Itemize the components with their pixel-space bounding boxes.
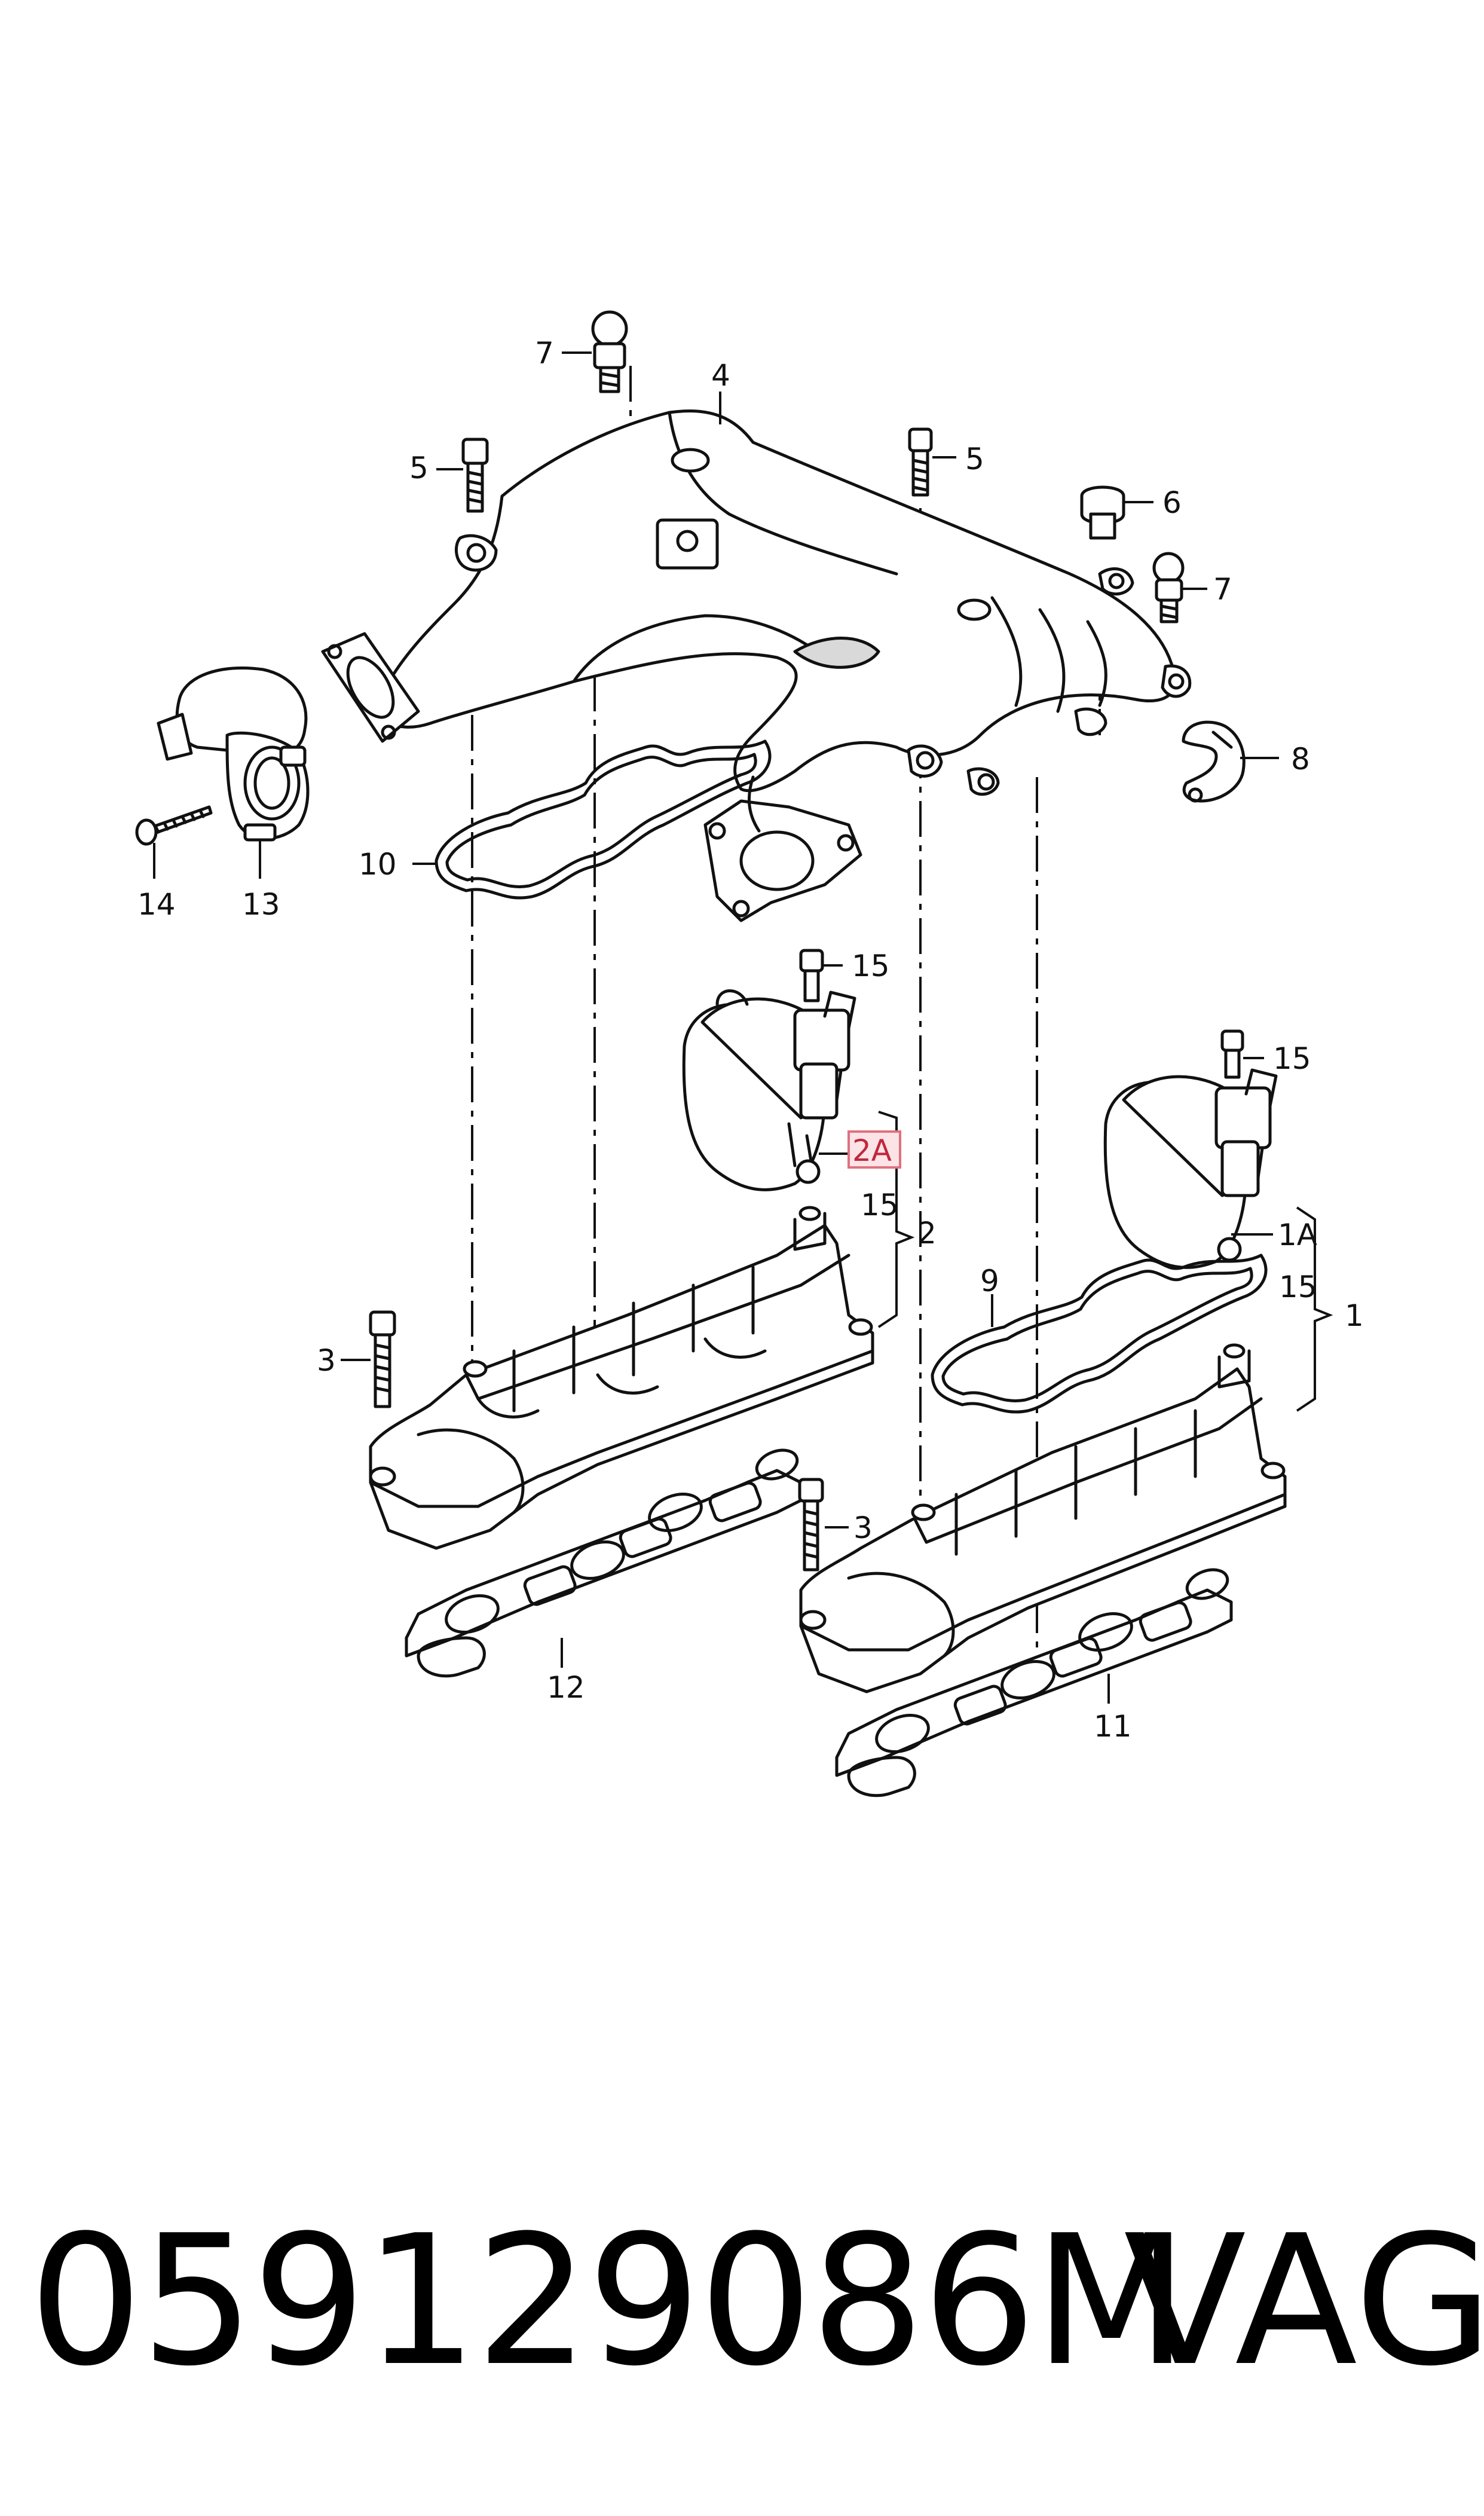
label-5-right: 5 xyxy=(965,442,984,476)
ball-stud-7b xyxy=(1152,552,1185,623)
label-6: 6 xyxy=(1162,485,1182,520)
label-9: 9 xyxy=(980,1264,999,1298)
label-7-right: 7 xyxy=(1213,572,1232,607)
bolt-15c xyxy=(1220,1029,1244,1079)
label-3-left: 3 xyxy=(317,1343,336,1378)
intake-manifold-right xyxy=(799,1343,1287,1693)
label-5-left: 5 xyxy=(409,451,429,485)
label-11: 11 xyxy=(1094,1709,1132,1744)
label-15-top: 15 xyxy=(852,949,890,983)
part-number: 059129086M xyxy=(29,2197,1189,2405)
label-15-right-top: 15 xyxy=(1273,1041,1311,1076)
bolt-5b xyxy=(908,427,933,497)
intake-manifold-left xyxy=(369,1206,874,1550)
actuator-2A xyxy=(682,989,856,1191)
gasket-11 xyxy=(835,1568,1233,1797)
label-2: 2 xyxy=(917,1216,937,1251)
label-3-right: 3 xyxy=(853,1511,873,1545)
label-10: 10 xyxy=(359,847,397,882)
label-12: 12 xyxy=(547,1670,585,1705)
label-15-mid: 15 xyxy=(861,1188,899,1222)
bolt-14 xyxy=(135,805,213,846)
highlight-2A xyxy=(847,1130,901,1169)
bolt-3b xyxy=(798,1478,824,1572)
callout-labels: 7 4 5 5 6 7 8 10 14 13 15 2A 15 2 15 1A … xyxy=(137,336,1364,1744)
label-1A: 1A xyxy=(1278,1218,1317,1252)
ball-stud-7a xyxy=(591,310,628,393)
bolt-5a xyxy=(461,438,489,513)
label-15-right: 15 xyxy=(1279,1270,1317,1304)
bolt-15a xyxy=(799,949,824,1002)
label-2A: 2A xyxy=(852,1133,892,1168)
gasket-9 xyxy=(931,1254,1268,1414)
throttle-body xyxy=(157,667,310,842)
label-8: 8 xyxy=(1291,742,1310,776)
label-13: 13 xyxy=(242,887,280,922)
brand-name: VAG xyxy=(1124,2197,1484,2405)
label-14: 14 xyxy=(137,887,176,922)
gasket-12 xyxy=(405,1448,803,1678)
leader-lines xyxy=(153,351,1333,1704)
bracket-8 xyxy=(1182,720,1246,803)
plug-6 xyxy=(1080,485,1125,540)
label-1: 1 xyxy=(1345,1298,1364,1333)
label-4: 4 xyxy=(711,358,730,393)
label-7-top: 7 xyxy=(535,336,554,371)
actuator-1A xyxy=(1103,1068,1278,1269)
upper-intake-manifold xyxy=(321,409,1192,922)
gasket-10 xyxy=(435,739,772,900)
bolt-3a xyxy=(369,1310,396,1408)
